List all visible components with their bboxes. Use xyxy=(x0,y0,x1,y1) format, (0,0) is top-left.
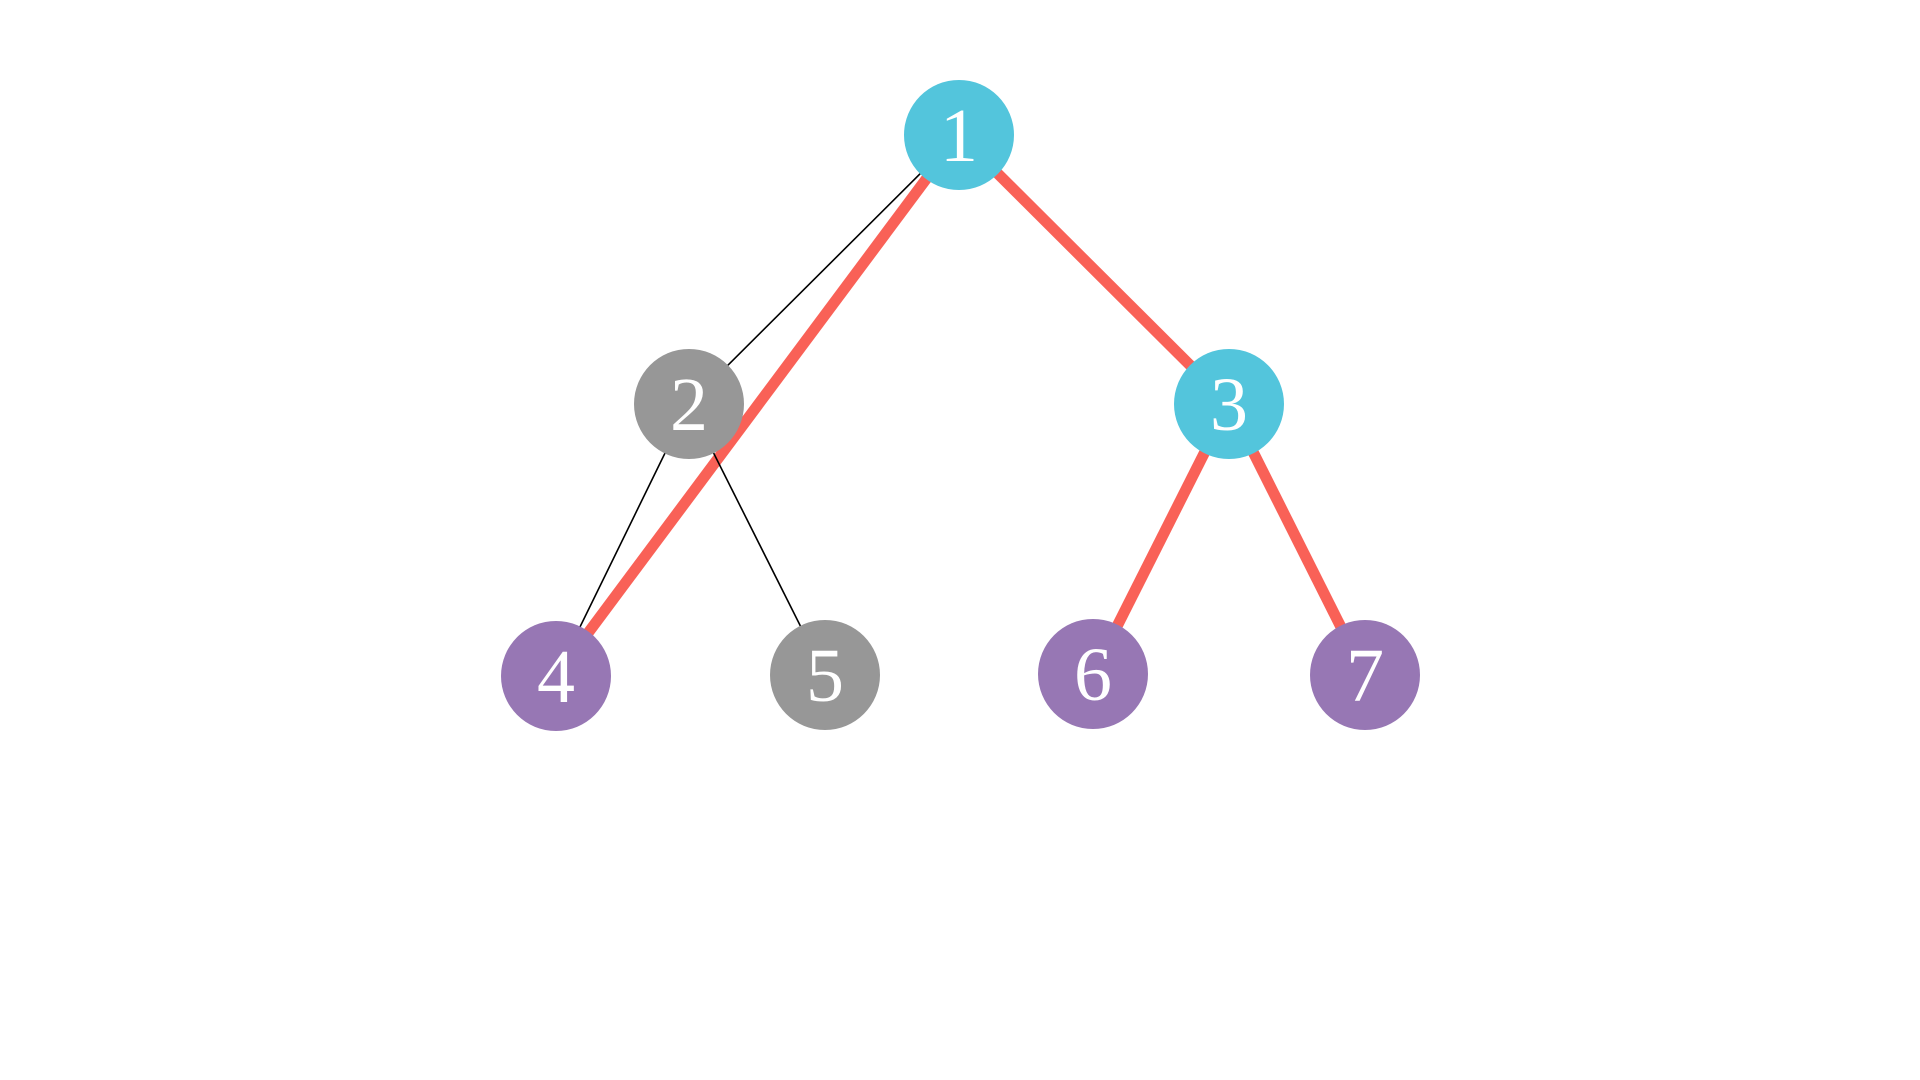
edge-1-3-highlighted xyxy=(955,131,1233,408)
tree-node-3: 3 xyxy=(1174,349,1284,459)
node-circle-5 xyxy=(770,620,880,730)
node-circle-7 xyxy=(1310,620,1420,730)
tree-node-5: 5 xyxy=(770,620,880,730)
tree-node-7: 7 xyxy=(1310,620,1420,730)
node-circle-3 xyxy=(1174,349,1284,459)
edge-1-2 xyxy=(688,134,960,405)
tree-node-2: 2 xyxy=(634,349,744,459)
node-circle-6 xyxy=(1038,619,1148,729)
tree-node-6: 6 xyxy=(1038,619,1148,729)
node-circle-4 xyxy=(501,621,611,731)
edge-1-4-highlighted xyxy=(551,131,964,680)
node-circle-1 xyxy=(904,80,1014,190)
tree-node-4: 4 xyxy=(501,621,611,731)
tree-node-1: 1 xyxy=(904,80,1014,190)
node-circle-2 xyxy=(634,349,744,459)
